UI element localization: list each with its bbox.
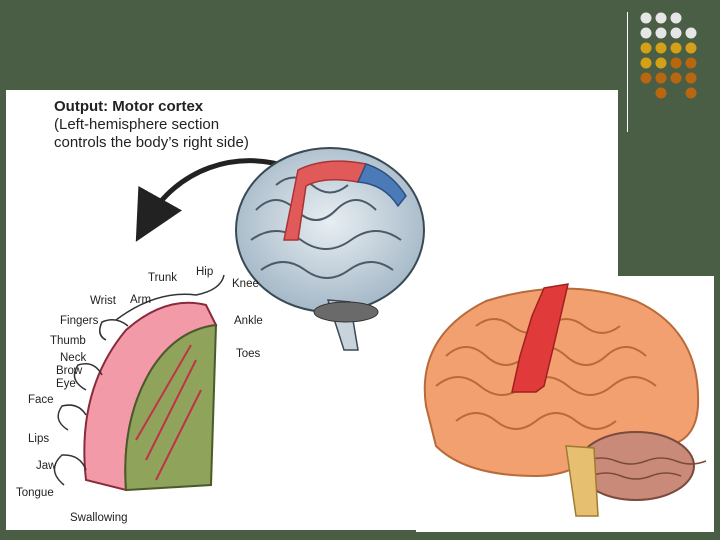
decorative-dot <box>655 12 667 24</box>
motor-strip-lateral <box>511 283 569 393</box>
decorative-dot <box>685 27 697 39</box>
label-fingers: Fingers <box>60 315 99 327</box>
decorative-dot <box>670 57 682 69</box>
decorative-dot <box>655 72 667 84</box>
label-hip: Hip <box>196 266 213 278</box>
label-ankle: Ankle <box>234 315 263 327</box>
caption-subtitle: (Left-hemisphere section controls the bo… <box>54 116 249 151</box>
decorative-dot <box>670 27 682 39</box>
decorative-dot <box>655 27 667 39</box>
decorative-dot <box>640 27 652 39</box>
decorative-dot <box>655 87 667 99</box>
decorative-dot <box>670 72 682 84</box>
label-toes: Toes <box>236 348 261 360</box>
decorative-dot <box>685 57 697 69</box>
decorative-divider <box>627 12 628 132</box>
decorative-dot-grid <box>640 12 697 99</box>
decorative-dot <box>655 57 667 69</box>
label-trunk: Trunk <box>148 272 177 284</box>
lateral-brain-figure <box>416 276 714 532</box>
label-eye: Eye <box>56 378 76 390</box>
label-wrist: Wrist <box>90 295 117 307</box>
sensory-strip-upper <box>356 163 407 208</box>
upper-brain-illustration <box>235 147 425 351</box>
label-knee: Knee <box>232 278 259 290</box>
decorative-dot <box>640 12 652 24</box>
label-swallowing: Swallowing <box>70 512 128 524</box>
decorative-dot <box>685 42 697 54</box>
lateral-brain-illustration <box>423 283 707 517</box>
decorative-dot <box>640 72 652 84</box>
homunculus-cortex-slice <box>53 274 225 492</box>
decorative-dot <box>670 12 682 24</box>
label-brow: Brow <box>56 365 83 377</box>
label-lips: Lips <box>28 433 49 445</box>
decorative-dot <box>640 42 652 54</box>
label-neck: Neck <box>60 352 86 364</box>
caption-title: Output: Motor cortex <box>54 98 204 115</box>
label-face: Face <box>28 394 54 406</box>
decorative-dot <box>685 72 697 84</box>
figure-caption: Output: Motor cortex (Left-hemisphere se… <box>54 98 274 152</box>
label-jaw: Jaw <box>36 460 57 472</box>
decorative-dot <box>640 57 652 69</box>
decorative-dot <box>655 42 667 54</box>
pointer-arrow <box>135 158 292 242</box>
label-tongue: Tongue <box>16 487 54 499</box>
decorative-dot <box>670 42 682 54</box>
label-thumb: Thumb <box>50 335 86 347</box>
decorative-dot <box>685 87 697 99</box>
label-arm: Arm <box>130 294 151 306</box>
